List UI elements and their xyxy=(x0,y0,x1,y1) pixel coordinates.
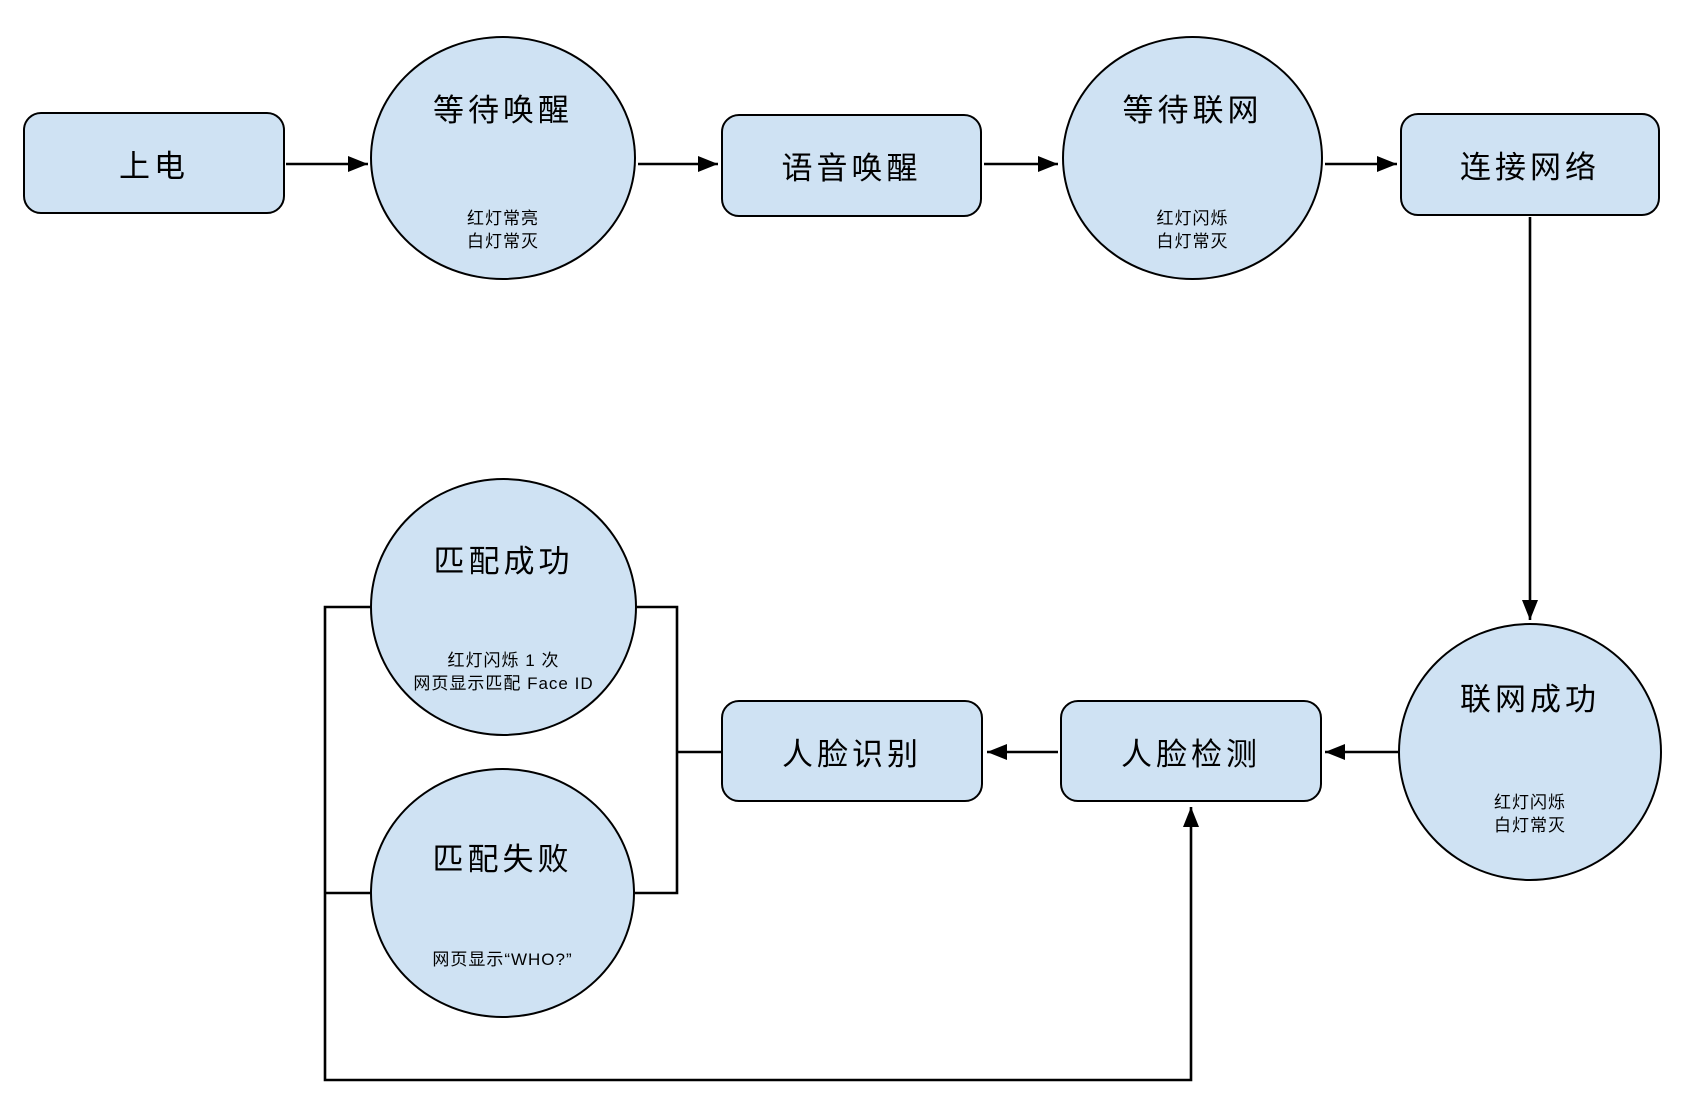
node-label: 上电 xyxy=(119,148,189,184)
node-title: 匹配成功 xyxy=(433,544,574,579)
node-notes: 红灯闪烁 1 次 网页显示匹配 Face ID xyxy=(372,649,635,695)
note-line: 网页显示匹配 Face ID xyxy=(413,674,594,693)
node-notes: 红灯闪烁 白灯常灭 xyxy=(1400,791,1660,837)
node-label: 语音唤醒 xyxy=(781,151,922,186)
node-label: 人脸识别 xyxy=(782,736,922,772)
node-title: 匹配失败 xyxy=(432,842,573,877)
node-connect-network: 连接网络 xyxy=(1400,113,1660,216)
node-label: 人脸检测 xyxy=(1121,736,1261,772)
node-face-recognize: 人脸识别 xyxy=(721,700,983,802)
node-power-on: 上电 xyxy=(23,112,285,214)
node-face-detect: 人脸检测 xyxy=(1060,700,1322,802)
node-wait-wake: 等待唤醒 红灯常亮 白灯常灭 xyxy=(370,36,636,280)
node-title: 等待唤醒 xyxy=(433,93,573,128)
node-voice-wake: 语音唤醒 xyxy=(721,114,982,217)
node-label: 连接网络 xyxy=(1460,150,1600,185)
note-line: 白灯常灭 xyxy=(1156,232,1229,251)
node-title: 等待联网 xyxy=(1122,93,1263,128)
node-title: 联网成功 xyxy=(1460,682,1600,717)
note-line: 网页显示“WHO?” xyxy=(432,950,573,969)
note-line: 红灯常亮 xyxy=(467,209,539,228)
node-notes: 红灯常亮 白灯常灭 xyxy=(372,207,634,253)
note-line: 白灯常灭 xyxy=(467,232,539,251)
note-line: 红灯闪烁 1 次 xyxy=(447,651,560,670)
loop-match-results-to-face-detect xyxy=(323,605,1199,1082)
note-line: 白灯常灭 xyxy=(1494,816,1566,835)
note-line: 红灯闪烁 xyxy=(1494,793,1566,812)
node-wait-network: 等待联网 红灯闪烁 白灯常灭 xyxy=(1062,36,1323,280)
note-line: 红灯闪烁 xyxy=(1156,209,1229,228)
branch-face-recognize-to-match-results xyxy=(635,605,679,895)
node-notes: 网页显示“WHO?” xyxy=(372,948,633,971)
node-network-success: 联网成功 红灯闪烁 白灯常灭 xyxy=(1398,623,1662,881)
node-match-success: 匹配成功 红灯闪烁 1 次 网页显示匹配 Face ID xyxy=(370,478,637,736)
node-match-fail: 匹配失败 网页显示“WHO?” xyxy=(370,768,635,1018)
node-notes: 红灯闪烁 白灯常灭 xyxy=(1064,207,1321,253)
